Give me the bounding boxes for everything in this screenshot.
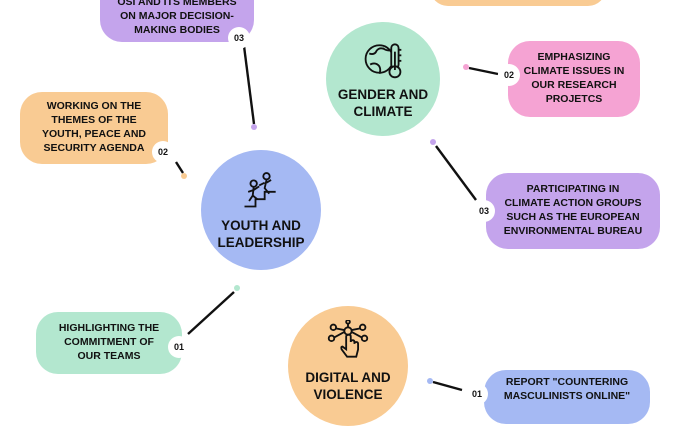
item-text: WORKING ON THE THEMES OF THE YOUTH, PEAC… bbox=[41, 100, 147, 154]
hub-title: DIGITAL AND VIOLENCE bbox=[305, 370, 391, 402]
hub-youth-leadership: YOUTH AND LEADERSHIP bbox=[201, 150, 321, 270]
item-text: HIGHLIGHTING THE COMMITMENT OF OUR TEAMS bbox=[58, 322, 160, 362]
item-report-masculinists: REPORT "COUNTERING MASCULINISTS ONLINE" bbox=[484, 370, 650, 424]
item-text: REPORT "COUNTERING MASCULINISTS ONLINE" bbox=[503, 376, 631, 402]
item-commitment-teams: HIGHLIGHTING THE COMMITMENT OF OUR TEAMS bbox=[36, 312, 182, 374]
item-number-badge: 02 bbox=[152, 141, 174, 163]
item-number-badge: 03 bbox=[228, 27, 250, 49]
item-number-badge: 01 bbox=[168, 336, 190, 358]
item-text: PARTICIPATING IN CLIMATE ACTION GROUPS S… bbox=[503, 183, 643, 237]
item-text: OSI AND ITS MEMBERS ON MAJOR DECISION- M… bbox=[117, 0, 237, 36]
item-text: EMPHASIZING CLIMATE ISSUES IN OUR RESEAR… bbox=[523, 51, 625, 105]
connector-dot bbox=[234, 285, 240, 291]
item-number-badge: 01 bbox=[466, 383, 488, 405]
connector-line bbox=[468, 66, 499, 76]
hub-digital-violence: DIGITAL AND VIOLENCE bbox=[288, 306, 408, 426]
hub-gender-climate: GENDER AND CLIMATE bbox=[326, 22, 440, 136]
item-youth-peace-security: WORKING ON THE THEMES OF THE YOUTH, PEAC… bbox=[20, 92, 168, 164]
climbing-people-icon bbox=[244, 172, 276, 208]
connector-line bbox=[174, 161, 185, 174]
connector-line bbox=[435, 145, 477, 201]
item-number-badge: 02 bbox=[498, 64, 520, 86]
hub-title: YOUTH AND LEADERSHIP bbox=[217, 218, 305, 250]
connector-lines bbox=[174, 45, 499, 392]
connector-dot bbox=[427, 378, 433, 384]
hub-title: GENDER AND CLIMATE bbox=[337, 87, 429, 119]
connector-dot bbox=[181, 173, 187, 179]
hand-network-icon bbox=[327, 320, 369, 358]
connector-dot bbox=[251, 124, 257, 130]
connector-line bbox=[242, 45, 256, 125]
cropped-peach-pill bbox=[430, 0, 606, 6]
item-climate-research: EMPHASIZING CLIMATE ISSUES IN OUR RESEAR… bbox=[508, 41, 640, 117]
connector-line bbox=[432, 380, 463, 392]
item-climate-action-groups: PARTICIPATING IN CLIMATE ACTION GROUPS S… bbox=[486, 173, 660, 249]
item-number-badge: 03 bbox=[473, 200, 495, 222]
globe-thermometer-icon bbox=[364, 43, 402, 79]
connector-dot bbox=[463, 64, 469, 70]
connector-line bbox=[187, 291, 235, 335]
connector-dot bbox=[430, 139, 436, 145]
